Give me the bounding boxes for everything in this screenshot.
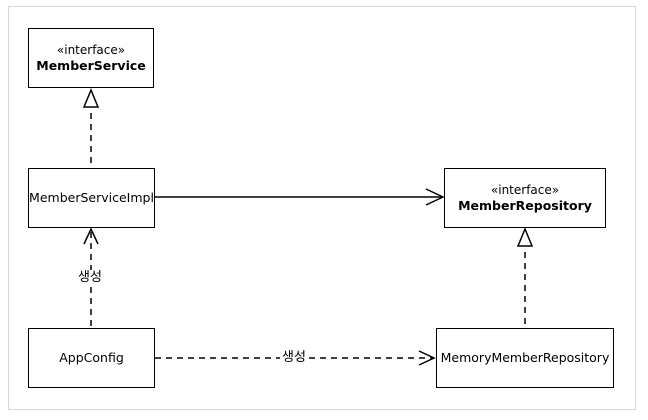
member-service-impl-node: MemberServiceImpl xyxy=(28,168,155,228)
memory-member-repository-node: MemoryMemberRepository xyxy=(436,328,614,388)
impl-creation-edge-label: 생성 xyxy=(76,270,104,286)
app-config-name: AppConfig xyxy=(59,350,124,366)
member-repository-name: MemberRepository xyxy=(458,197,592,213)
member-service-stereotype: «interface» xyxy=(56,42,126,57)
memory-creation-edge-label: 생성 xyxy=(280,350,308,366)
memory-member-repository-name: MemoryMemberRepository xyxy=(440,350,610,366)
dependency-arrowhead-memory xyxy=(418,350,436,366)
dependency-arrowhead-impl xyxy=(83,227,99,245)
member-service-node: «interface» MemberService xyxy=(28,28,154,88)
app-config-node: AppConfig xyxy=(28,328,155,388)
member-repository-stereotype: «interface» xyxy=(490,182,560,197)
realization-arrowhead-service xyxy=(82,88,100,108)
member-service-name: MemberService xyxy=(36,57,146,73)
realization-arrowhead-repository xyxy=(516,227,534,247)
association-arrowhead-repository xyxy=(425,188,445,206)
member-repository-node: «interface» MemberRepository xyxy=(444,168,606,228)
diagram-frame xyxy=(8,6,636,410)
member-service-impl-name: MemberServiceImpl xyxy=(29,190,154,206)
